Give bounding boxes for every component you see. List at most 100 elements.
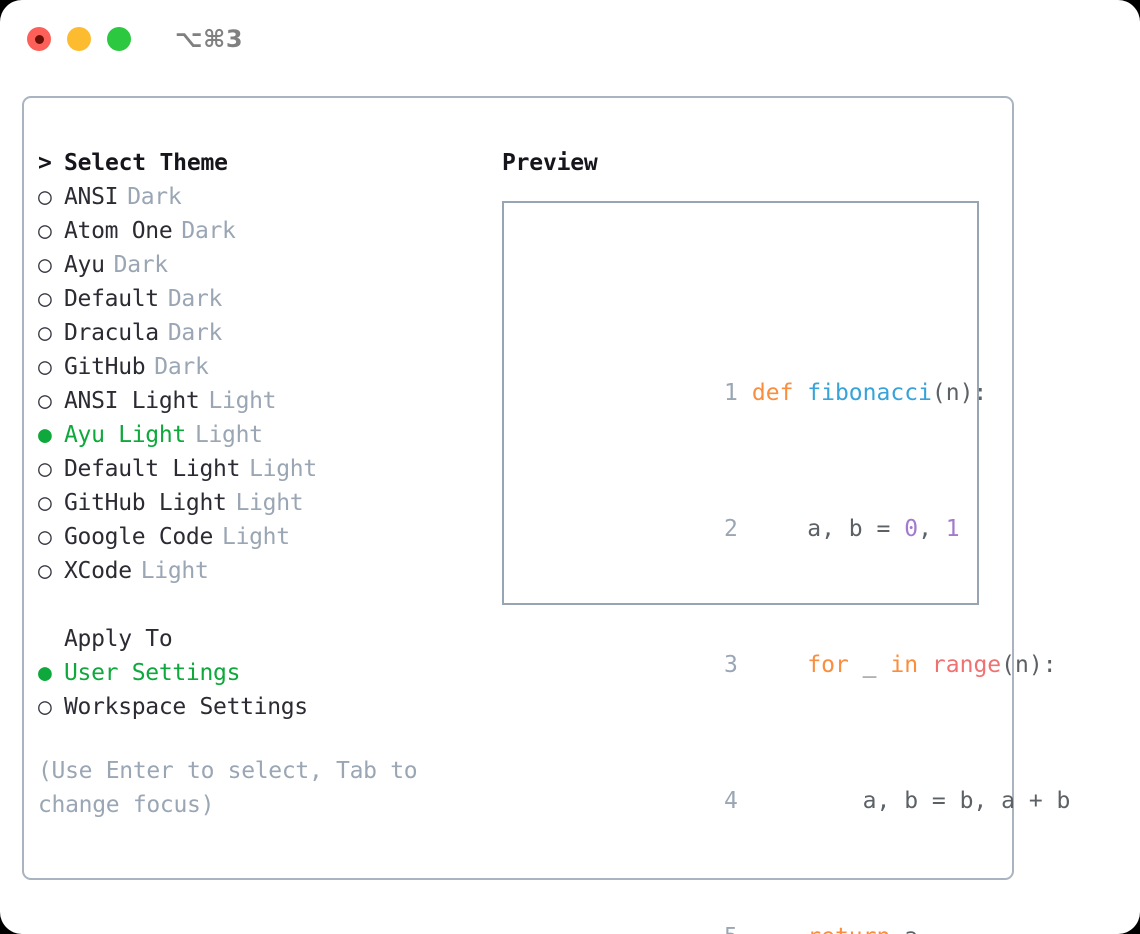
code-token: for: [751, 652, 863, 678]
theme-list-item[interactable]: ○ Ayu Dark: [38, 248, 488, 282]
code-line: 3 for _ in range(n):: [522, 614, 1112, 678]
select-theme-header: > Select Theme: [38, 146, 488, 180]
theme-list-item[interactable]: ○ XCode Light: [38, 554, 488, 588]
code-token: return: [752, 924, 904, 934]
theme-variant-badge: Dark: [167, 286, 223, 312]
theme-name: GitHub: [64, 354, 146, 380]
keyboard-shortcut-label: ⌥⌘3: [175, 25, 244, 53]
radio-icon[interactable]: ○: [38, 218, 52, 244]
radio-icon[interactable]: ○: [38, 286, 52, 312]
theme-variant-badge: Light: [249, 456, 317, 482]
code-token: a, b =: [751, 516, 905, 542]
line-number: 3: [724, 652, 738, 678]
apply-to-item[interactable]: ○ Workspace Settings: [38, 690, 488, 724]
theme-name: XCode: [64, 558, 132, 584]
theme-list-item[interactable]: ○ Default Light Light: [38, 452, 488, 486]
theme-variant-badge: Light: [208, 388, 277, 414]
radio-icon[interactable]: ○: [38, 456, 52, 482]
preview-title: Preview: [502, 150, 598, 176]
code-token: in: [890, 652, 932, 678]
line-number: 4: [724, 788, 738, 814]
theme-name: Atom One: [64, 218, 173, 244]
theme-name: Google Code: [64, 524, 214, 550]
line-number: 2: [724, 516, 738, 542]
keyboard-hint-text: (Use Enter to select, Tab to change focu…: [38, 758, 418, 818]
theme-variant-badge: Dark: [127, 184, 182, 210]
theme-name: ANSI Light: [64, 388, 200, 414]
theme-list-item[interactable]: ○ ANSI Light Light: [38, 384, 488, 418]
cursor-caret-icon: >: [38, 150, 52, 176]
code-token: 0: [904, 516, 919, 542]
theme-variant-badge: Dark: [181, 218, 236, 244]
theme-list-item[interactable]: ○ Google Code Light: [38, 520, 488, 554]
theme-variant-badge: Light: [235, 490, 304, 516]
radio-icon[interactable]: ○: [38, 694, 52, 720]
recording-indicator-icon: [34, 34, 44, 44]
theme-name: Ayu Light: [64, 422, 186, 448]
theme-name: Default: [64, 286, 159, 312]
apply-to-title: Apply To: [64, 626, 173, 652]
theme-name: GitHub Light: [64, 490, 227, 516]
code-token: range: [931, 652, 1002, 678]
line-number: 1: [724, 380, 738, 406]
code-token: fibonacci: [807, 380, 932, 406]
theme-picker-column: > Select Theme ○ ANSI Dark ○ Atom One Da…: [38, 146, 488, 822]
code-line: 4 a, b = b, a + b: [522, 750, 1112, 814]
theme-list-item[interactable]: ○ Atom One Dark: [38, 214, 488, 248]
line-number: 5: [716, 920, 738, 934]
code-token: a: [904, 924, 918, 934]
maximize-button[interactable]: [107, 27, 131, 51]
radio-icon[interactable]: ○: [38, 354, 52, 380]
apply-to-item-selected[interactable]: ● User Settings: [38, 656, 488, 690]
radio-icon[interactable]: ○: [38, 388, 52, 414]
radio-icon[interactable]: ○: [38, 320, 52, 346]
code-token: (n):: [1001, 652, 1057, 678]
apply-to-header: Apply To: [38, 622, 488, 656]
apply-to-option-label: Workspace Settings: [64, 694, 308, 720]
apply-to-option-label: User Settings: [64, 660, 241, 686]
theme-list-item[interactable]: ○ Default Dark: [38, 282, 488, 316]
radio-icon[interactable]: ○: [38, 184, 52, 210]
theme-list-item-selected[interactable]: ● Ayu Light Light: [38, 418, 488, 452]
radio-icon[interactable]: ○: [38, 252, 52, 278]
code-token: ,: [918, 516, 946, 542]
theme-list-item[interactable]: ○ GitHub Light Light: [38, 486, 488, 520]
radio-icon[interactable]: ○: [38, 558, 52, 584]
radio-selected-icon[interactable]: ●: [38, 422, 52, 448]
theme-variant-badge: Light: [140, 558, 209, 584]
theme-variant-badge: Dark: [154, 354, 209, 380]
theme-name: Ayu: [64, 252, 105, 278]
code-token: (n):: [931, 380, 988, 406]
theme-variant-badge: Dark: [113, 252, 169, 278]
theme-variant-badge: Dark: [167, 320, 223, 346]
theme-list-item[interactable]: ○ GitHub Dark: [38, 350, 488, 384]
select-theme-title: Select Theme: [64, 150, 228, 176]
theme-list: ○ ANSI Dark ○ Atom One Dark ○ Ayu Dark: [38, 180, 488, 588]
theme-name: ANSI: [64, 184, 119, 210]
theme-name: Dracula: [64, 320, 159, 346]
window-controls: [27, 27, 131, 51]
theme-list-item[interactable]: ○ Dracula Dark: [38, 316, 488, 350]
theme-variant-badge: Light: [194, 422, 263, 448]
section-spacer: [38, 588, 488, 622]
radio-selected-icon[interactable]: ●: [38, 660, 52, 686]
main-panel: > Select Theme ○ ANSI Dark ○ Atom One Da…: [22, 96, 1070, 934]
radio-icon[interactable]: ○: [38, 524, 52, 550]
code-line: 2 a, b = 0, 1: [522, 478, 1112, 542]
close-button[interactable]: [27, 27, 51, 51]
radio-icon[interactable]: ○: [38, 490, 52, 516]
panel-columns: > Select Theme ○ ANSI Dark ○ Atom One Da…: [24, 98, 1070, 934]
theme-variant-badge: Light: [222, 524, 290, 550]
code-line: 5 return a: [522, 886, 1112, 934]
minimize-button[interactable]: [67, 27, 91, 51]
apply-to-list: ● User Settings ○ Workspace Settings: [38, 656, 488, 724]
code-token: 1: [945, 516, 960, 542]
title-bar: ⌥⌘3: [0, 0, 1140, 78]
theme-name: Default Light: [64, 456, 241, 482]
theme-list-item[interactable]: ○ ANSI Dark: [38, 180, 488, 214]
